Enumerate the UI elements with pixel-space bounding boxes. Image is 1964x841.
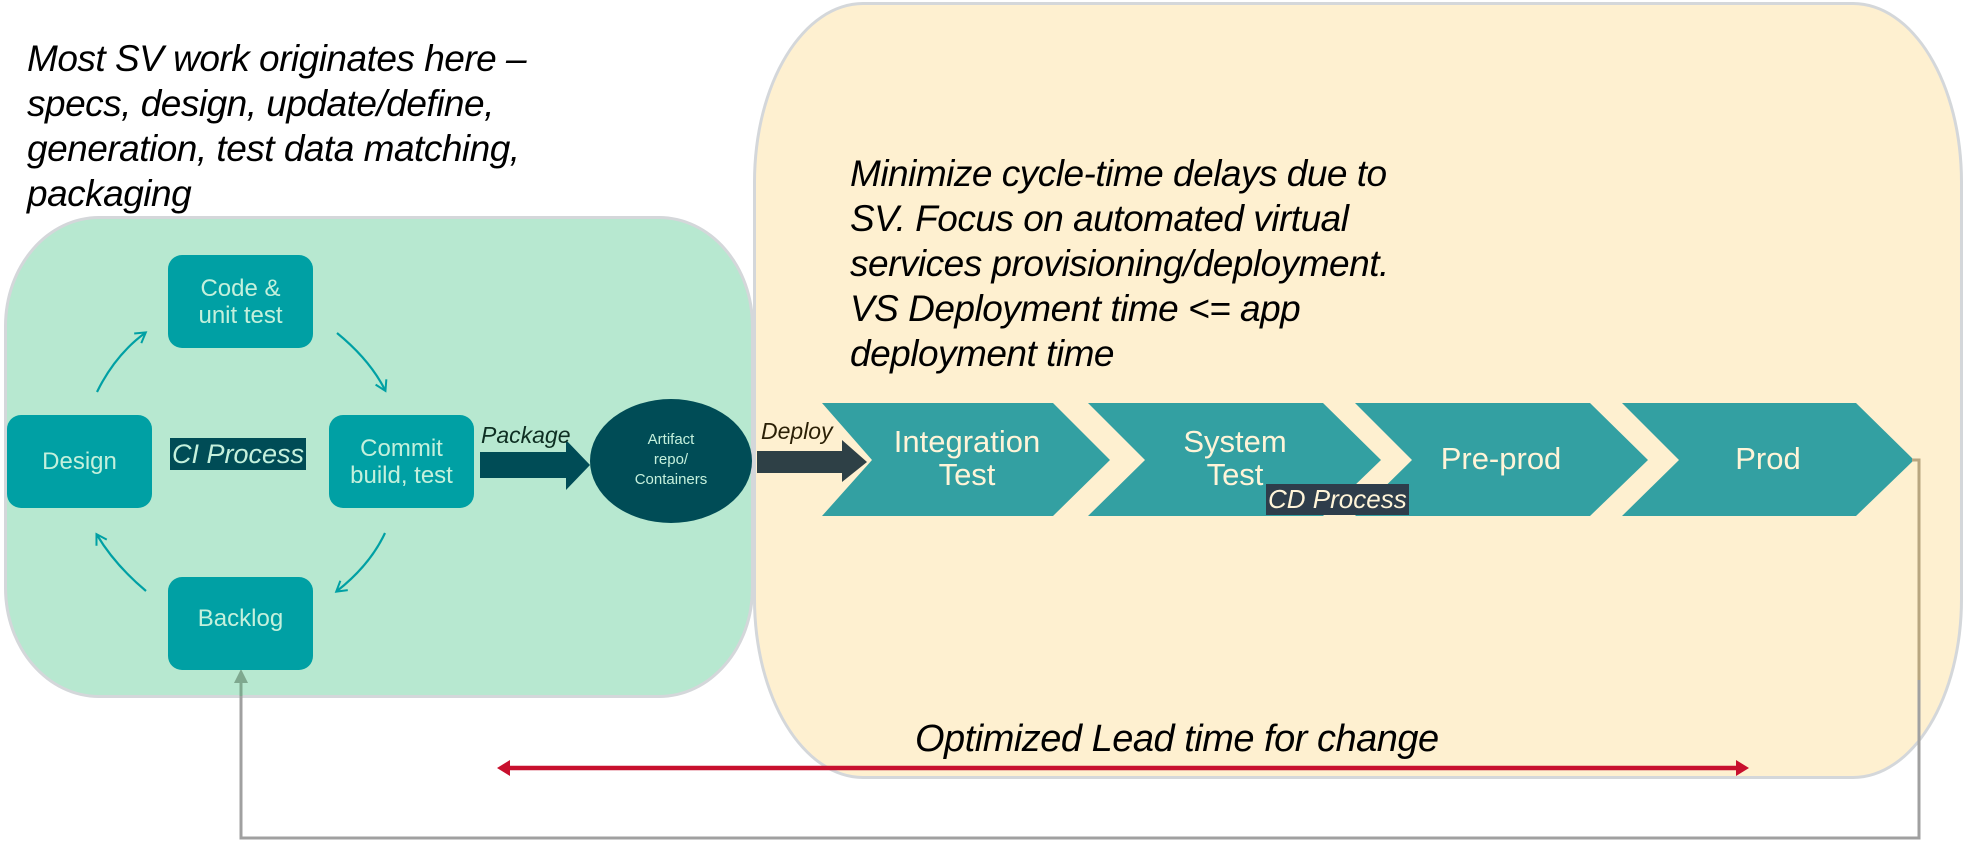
node-label: build, test <box>350 461 453 489</box>
deploy-label: Deploy <box>761 418 833 444</box>
node-backlog[interactable]: Backlog <box>168 577 313 670</box>
cd-note-line: services provisioning/deployment. <box>850 243 1389 284</box>
cd-note-line: VS Deployment time <= app <box>850 288 1301 329</box>
ci-note-line: packaging <box>27 173 192 214</box>
cd-panel <box>753 2 1963 779</box>
cd-note-line: deployment time <box>850 333 1114 374</box>
ci-note-line: specs, design, update/define, <box>27 83 494 124</box>
lead-time-label: Optimized Lead time for change <box>915 718 1439 760</box>
feedback-line <box>239 680 1921 840</box>
ci-note-line: generation, test data matching, <box>27 128 520 169</box>
node-label: Design <box>42 448 117 475</box>
package-arrow <box>480 440 590 490</box>
stage-pre-prod[interactable]: Pre-prod <box>1406 418 1596 498</box>
stage-label: Test <box>938 457 996 492</box>
stage-label: Test <box>1206 457 1264 492</box>
artifact-label: Artifact <box>647 431 695 448</box>
stage-label: Pre-prod <box>1440 440 1562 476</box>
chevron-pre-prod <box>1355 403 1648 516</box>
cd-note: Minimize cycle-time delays due to SV. Fo… <box>850 151 1550 376</box>
node-label: Code & <box>200 274 281 302</box>
node-design[interactable]: Design <box>7 415 152 508</box>
chevron-integration-test <box>822 403 1110 516</box>
node-label: unit test <box>198 301 283 329</box>
artifact-repo-shape <box>590 399 752 523</box>
ci-note: Most SV work originates here – specs, de… <box>27 36 727 216</box>
artifact-repo[interactable]: Artifact repo/ Containers <box>600 430 742 490</box>
cycle-arrow-code-to-commit <box>336 332 388 393</box>
feedback-arrowhead <box>234 669 248 683</box>
ci-note-line: Most SV work originates here – <box>27 38 527 79</box>
lead-time-arrowhead-right <box>1736 760 1749 776</box>
cd-note-line: Minimize cycle-time delays due to <box>850 153 1387 194</box>
package-label: Package <box>481 422 571 448</box>
deploy-arrow <box>757 440 867 482</box>
cycle-arrow-design-to-code <box>96 331 148 393</box>
stage-integration-test[interactable]: Integration Test <box>872 418 1062 498</box>
cd-note-line: SV. Focus on automated virtual <box>850 198 1349 239</box>
artifact-label: repo/ <box>653 451 689 468</box>
node-commit-build-test[interactable]: Commit build, test <box>329 415 474 508</box>
stage-prod[interactable]: Prod <box>1673 418 1863 498</box>
node-label: Backlog <box>197 605 284 632</box>
cycle-arrow-commit-to-backlog <box>334 532 386 593</box>
lead-time-arrowhead-left <box>497 760 510 776</box>
stage-label: Prod <box>1735 440 1801 476</box>
cycle-arrow-backlog-to-design <box>95 532 147 592</box>
chevron-prod <box>1622 403 1914 516</box>
artifact-label: Containers <box>634 471 708 488</box>
node-label: Commit <box>360 434 443 462</box>
stage-label: System <box>1183 424 1287 459</box>
cd-process-label: CD Process <box>1266 484 1409 515</box>
feedback-line-panel <box>1912 458 1921 680</box>
ci-process-label: CI Process <box>170 438 307 470</box>
node-code-unit-test[interactable]: Code & unit test <box>168 255 313 348</box>
stage-label: Integration <box>893 424 1041 459</box>
stage-system-test[interactable]: System Test <box>1140 418 1330 498</box>
